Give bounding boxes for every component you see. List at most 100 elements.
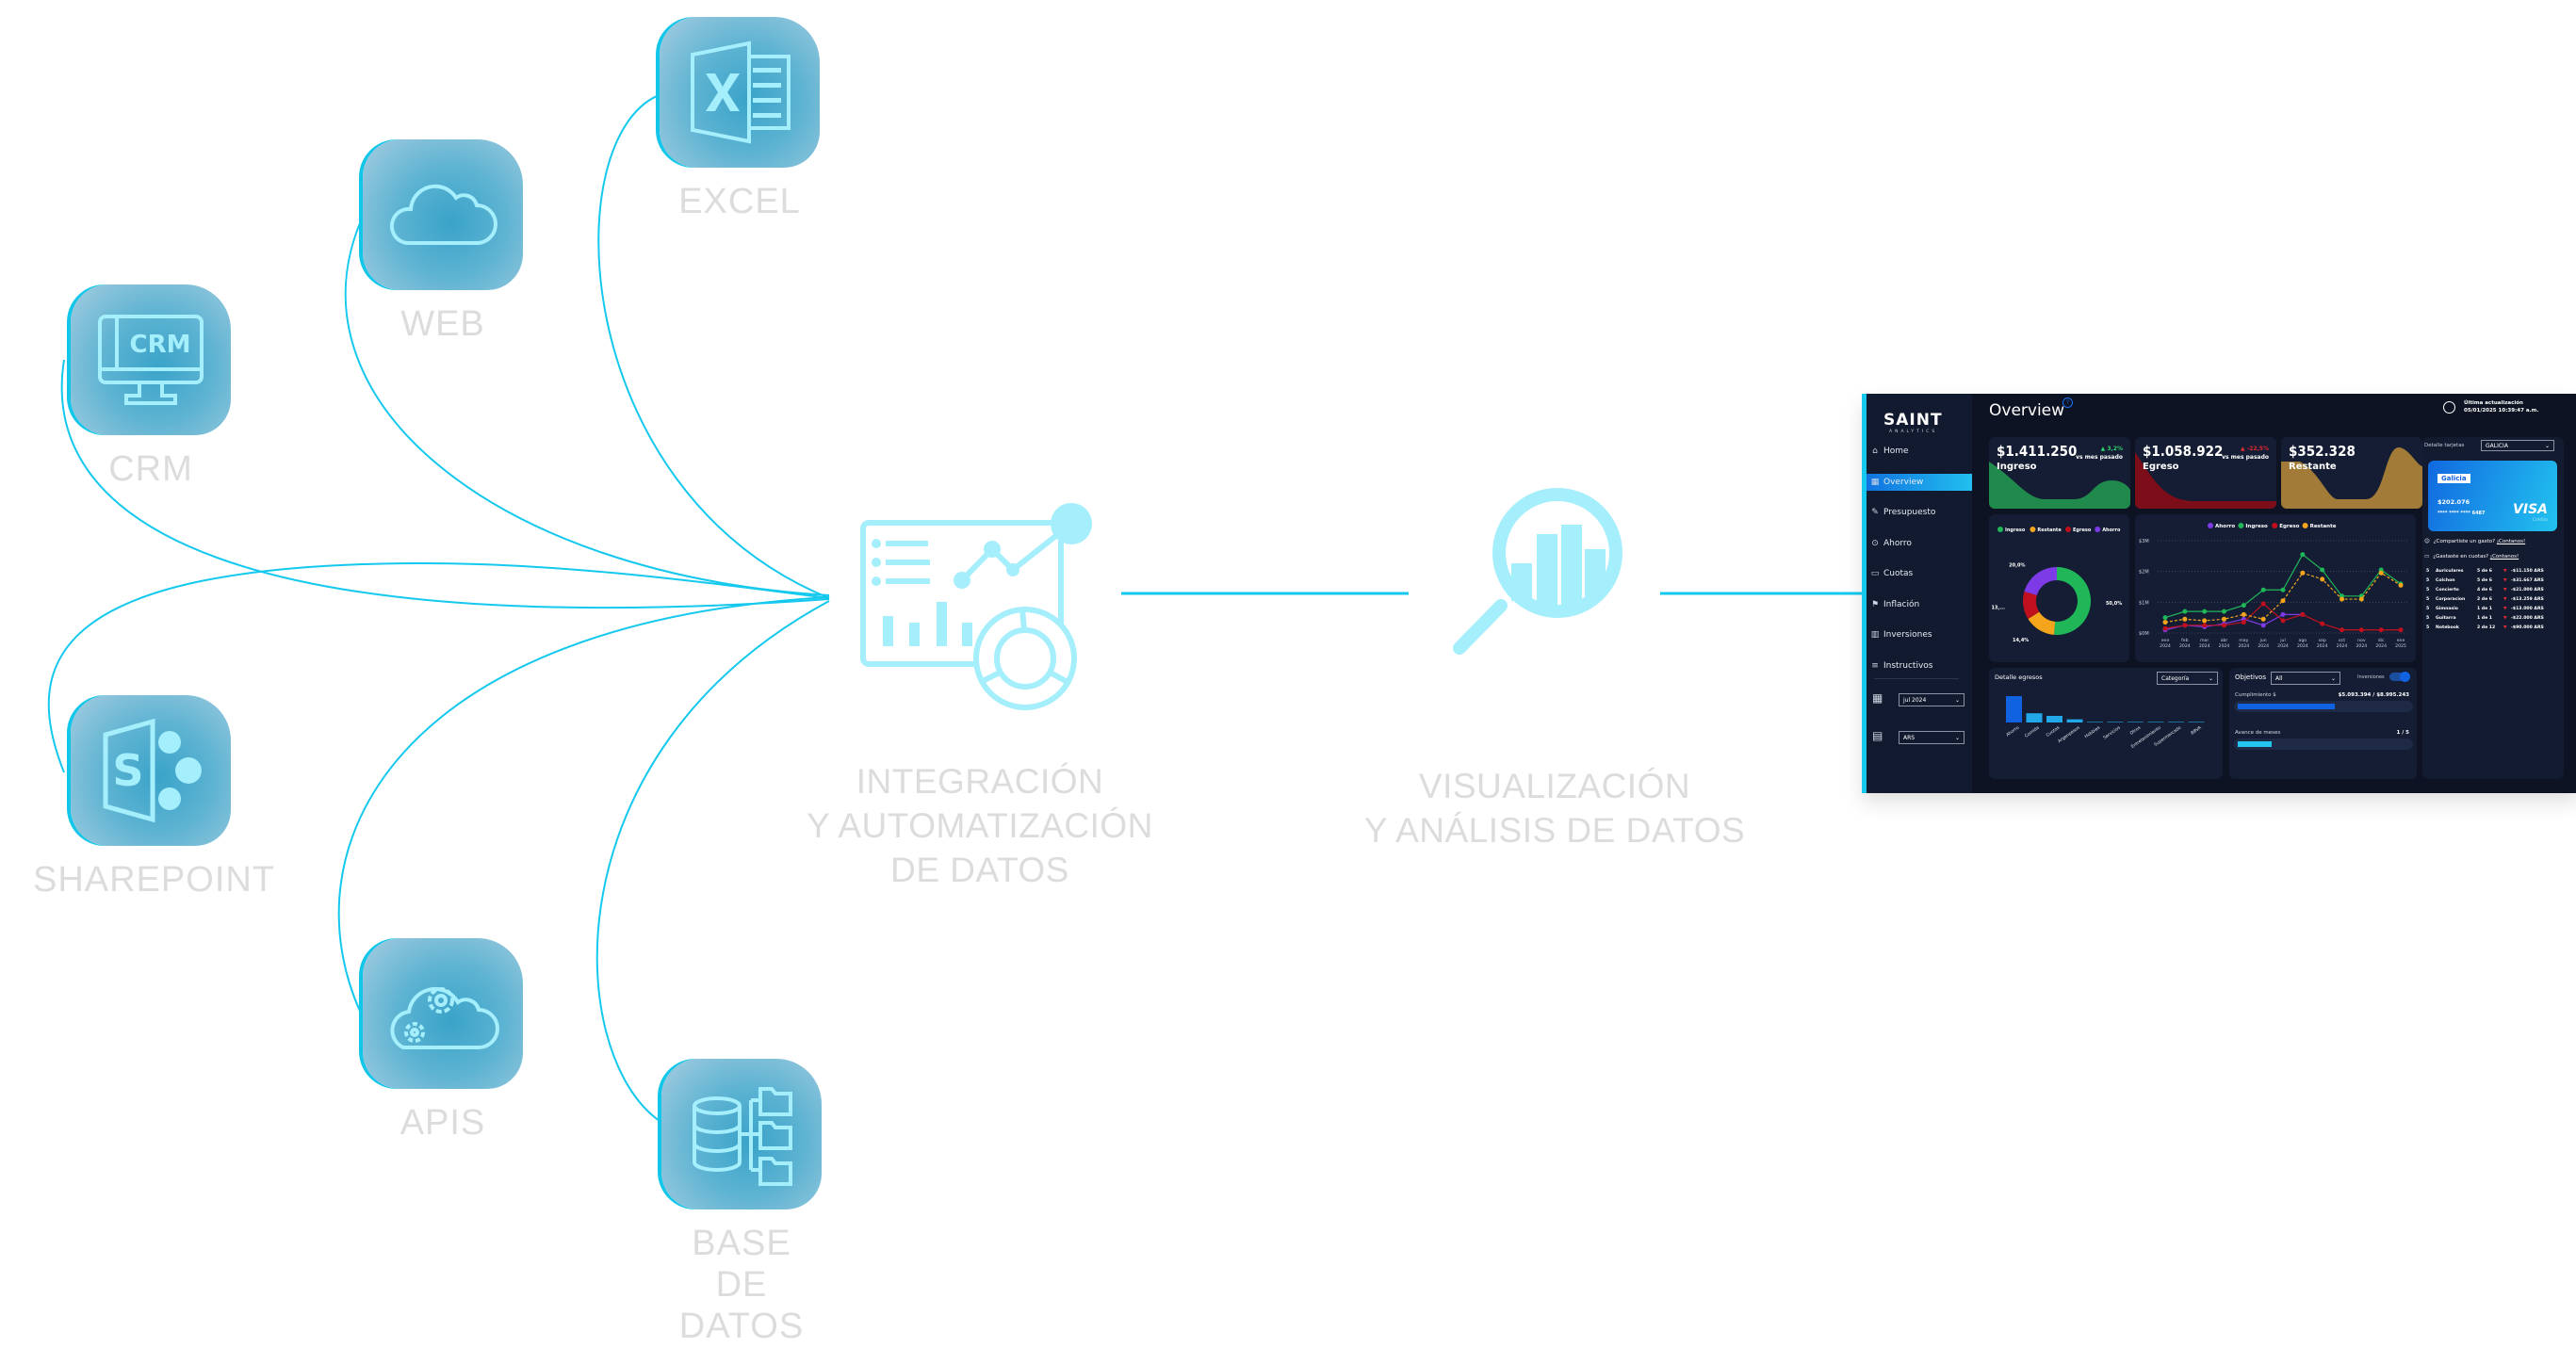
nav-label: Overview bbox=[1883, 477, 1924, 487]
point-egreso bbox=[2162, 625, 2168, 631]
kpi-value: $1.411.250 bbox=[1997, 443, 2078, 460]
svg-text:Egreso: Egreso bbox=[2073, 527, 2092, 533]
kpi-value: $352.328 bbox=[2289, 443, 2356, 460]
bank-select[interactable]: GALICIA⌄ bbox=[2481, 440, 2554, 451]
nav-item-overview[interactable]: ▦Overview bbox=[1867, 473, 1972, 491]
donut-legend-item: Egreso bbox=[2065, 527, 2092, 533]
cloud-gears-icon bbox=[390, 986, 499, 1049]
inversiones-toggle[interactable] bbox=[2389, 672, 2410, 682]
nav-item-cuotas[interactable]: ▭Cuotas bbox=[1867, 565, 1972, 582]
nav-label: Inversiones bbox=[1883, 630, 1932, 640]
objetivos-select[interactable]: All⌄ bbox=[2271, 672, 2340, 685]
nav-label: Instructivos bbox=[1883, 660, 1933, 671]
objetivos-card: Objetivos All⌄ Inversiones Cumplimiento … bbox=[2229, 668, 2417, 779]
nav-item-home[interactable]: ⌂Home bbox=[1867, 443, 1972, 460]
chevron-down-icon: ⌄ bbox=[2330, 674, 2336, 682]
excel-icon bbox=[691, 41, 791, 144]
source-sharepoint[interactable]: S SHAREPOINT bbox=[33, 695, 274, 901]
nav-item-ahorro[interactable]: ⊙Ahorro bbox=[1867, 535, 1972, 552]
source-label-excel: EXCEL bbox=[678, 182, 801, 221]
shared-expense: ☺¿Compartiste un gasto? ¡Contanos! bbox=[2424, 539, 2526, 544]
bar-label: Argenpesos bbox=[2057, 724, 2081, 744]
currency-select[interactable]: ARS⌄ bbox=[1899, 731, 1965, 744]
point-restante bbox=[2320, 576, 2325, 582]
point-restante bbox=[2398, 582, 2404, 588]
source-crm[interactable]: CRM CRM bbox=[71, 284, 231, 490]
nav-label: Cuotas bbox=[1883, 569, 1914, 578]
card-balance: $202.076 bbox=[2437, 498, 2470, 506]
series-line-ingreso bbox=[2164, 553, 2402, 619]
credit-card[interactable]: Galicia $202.076 **** **** **** 6487 VIS… bbox=[2428, 461, 2557, 531]
database-folders-icon bbox=[693, 1087, 792, 1186]
svg-text:S: S bbox=[112, 745, 143, 796]
nav-item-inflación[interactable]: ⚑Inflación bbox=[1867, 596, 1972, 613]
nav-label: Home bbox=[1883, 446, 1909, 456]
connector-apis bbox=[337, 596, 830, 1018]
cuotas-expense: ▭¿Gastaste en cuotas? ¡Contanos! bbox=[2424, 554, 2519, 560]
chevron-down-icon: ⌄ bbox=[2544, 442, 2550, 449]
avance-progress bbox=[2238, 741, 2273, 747]
shared-link[interactable]: ¡Contanos! bbox=[2496, 539, 2526, 544]
nav-icon: ⚑ bbox=[1870, 599, 1880, 609]
kpi-name: Egreso bbox=[2143, 462, 2179, 472]
bar-label: Servicios bbox=[2102, 724, 2122, 740]
source-excel[interactable]: EXCEL bbox=[660, 17, 820, 222]
nav-label: Ahorro bbox=[1883, 538, 1912, 548]
connector-database bbox=[595, 600, 830, 1122]
point-ingreso bbox=[2280, 587, 2286, 592]
nav-item-instructivos[interactable]: ≡Instructivos bbox=[1867, 657, 1972, 674]
donut-legend-item: Restante bbox=[2030, 527, 2062, 533]
nav-icon: ▭ bbox=[1870, 569, 1880, 578]
objetivos-title: Objetivos bbox=[2235, 674, 2266, 681]
chevron-down-icon: ⌄ bbox=[1954, 734, 1960, 741]
donut-label: 50,0% bbox=[2106, 601, 2122, 607]
cuotas-link[interactable]: ¡Contanos! bbox=[2489, 554, 2519, 560]
category-select[interactable]: Categoría⌄ bbox=[2157, 672, 2218, 685]
y-tick-label: $3M bbox=[2139, 539, 2149, 544]
point-egreso bbox=[2182, 623, 2188, 628]
source-label-apis: APIS bbox=[399, 1103, 486, 1143]
line-legend-item: Restante bbox=[2302, 523, 2337, 529]
help-icon[interactable]: ? bbox=[2062, 398, 2073, 408]
donut-slice-restante bbox=[2028, 611, 2056, 635]
donut-legend-item: Ahorro bbox=[2095, 527, 2121, 533]
nav-item-presupuesto[interactable]: ✎Presupuesto bbox=[1867, 504, 1972, 521]
avance-label: Avance de meses bbox=[2235, 730, 2281, 736]
bar-label: Hobbies bbox=[2083, 724, 2101, 739]
bar-comida bbox=[2026, 713, 2043, 722]
sharepoint-icon: S bbox=[103, 718, 202, 823]
point-egreso bbox=[2320, 621, 2325, 626]
nav-icon: ▦ bbox=[1870, 477, 1880, 487]
kpi-delta: ▲ -22,5%vs mes pasado bbox=[2222, 446, 2269, 461]
source-label-sharepoint: SHAREPOINT bbox=[33, 860, 276, 900]
donut-label: 13,... bbox=[1991, 606, 2005, 611]
excel-tile bbox=[660, 17, 820, 168]
svg-text:CRM: CRM bbox=[130, 331, 191, 359]
svg-text:Restante: Restante bbox=[2037, 527, 2062, 533]
source-web[interactable]: WEB bbox=[363, 139, 523, 345]
source-apis[interactable]: APIS bbox=[363, 938, 523, 1144]
point-egreso bbox=[2260, 601, 2266, 607]
point-ingreso bbox=[2202, 609, 2208, 614]
bar-argenpesos bbox=[2066, 719, 2083, 722]
nav-item-inversiones[interactable]: ▥Inversiones bbox=[1867, 626, 1972, 643]
point-ingreso bbox=[2222, 609, 2226, 614]
point-restante bbox=[2202, 618, 2208, 624]
sharepoint-tile: S bbox=[71, 695, 231, 846]
svg-text:Ingreso: Ingreso bbox=[2245, 524, 2268, 529]
bar-label: Otros bbox=[2129, 724, 2143, 736]
date-select[interactable]: jul 2024⌄ bbox=[1899, 693, 1965, 706]
bar-label: Ahorro bbox=[2005, 725, 2020, 738]
